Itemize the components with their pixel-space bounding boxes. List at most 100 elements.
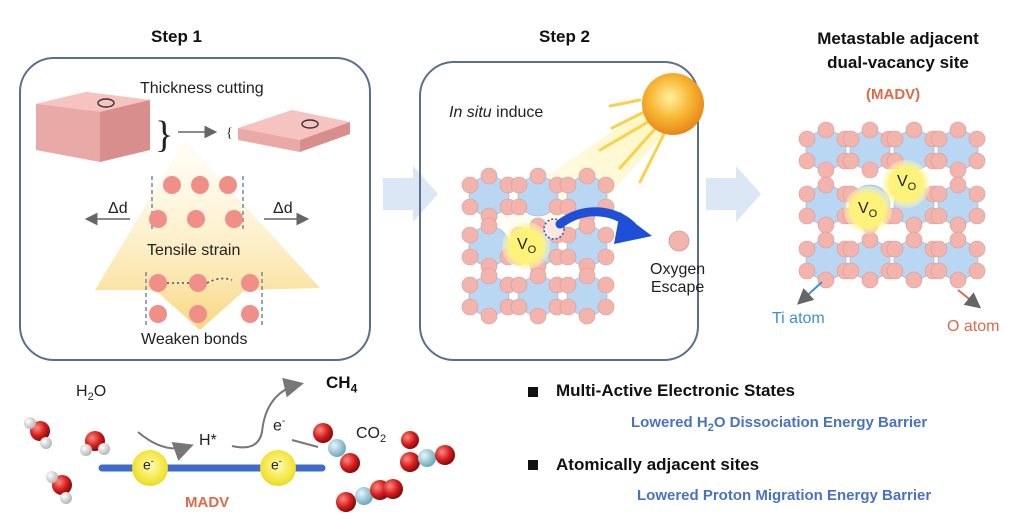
- step2-o-atom: [559, 298, 577, 316]
- result-o-atom: [861, 161, 879, 179]
- electron-bead-2: [260, 450, 296, 486]
- result-o-atom: [798, 130, 816, 148]
- water-molecule-2: [80, 431, 110, 456]
- lattice-result: [798, 121, 986, 289]
- h-to-ch4-arrow: [231, 377, 304, 449]
- result-o-atom: [817, 216, 835, 234]
- h2o-label: H2O: [76, 383, 107, 404]
- step2-o-atom: [510, 298, 528, 316]
- lattice-atoms-step1: [149, 176, 259, 323]
- result-o-atom: [842, 240, 860, 258]
- delta-d-left-label: Δd: [108, 200, 128, 217]
- step2-o-atom: [461, 226, 479, 244]
- result-o-atom: [905, 121, 923, 139]
- step2-panel: [419, 61, 699, 361]
- step2-o-atom: [578, 167, 596, 185]
- step2-o-atom: [578, 267, 596, 285]
- electron-label-1: e-: [143, 456, 154, 473]
- step2-o-atom: [529, 167, 547, 185]
- bullet-1-title: Multi-Active Electronic States: [556, 381, 796, 400]
- co2-molecule-3: [401, 431, 419, 449]
- result-o-atom: [949, 216, 967, 234]
- escaped-oxygen-atom: [668, 230, 690, 252]
- step2-o-atom: [461, 176, 479, 194]
- step2-o-atom: [480, 267, 498, 285]
- result-o-atom: [842, 262, 860, 280]
- result-o-atom: [861, 231, 879, 249]
- water-molecule-1: [24, 417, 52, 449]
- step2-o-atom: [597, 226, 615, 244]
- weaken-bonds-label: Weaken bonds: [141, 331, 248, 348]
- co2-molecule-1: [313, 423, 360, 473]
- result-o-atom: [861, 121, 879, 139]
- result-o-atom: [968, 207, 986, 225]
- step2-o-atom: [529, 267, 547, 285]
- step2-o-atom: [461, 198, 479, 216]
- result-o-atom: [817, 161, 835, 179]
- step2-o-atom: [510, 198, 528, 216]
- step2-o-atom: [597, 298, 615, 316]
- result-o-atom: [798, 262, 816, 280]
- thickness-cutting-label: Thickness cutting: [140, 80, 264, 97]
- madv-abbr: (MADV): [866, 86, 921, 103]
- step2-o-atom: [559, 248, 577, 266]
- o-pointer: [957, 289, 982, 309]
- result-o-atom: [842, 152, 860, 170]
- result-o-atom: [905, 231, 923, 249]
- madv-bottom-label: MADV: [185, 494, 230, 511]
- water-molecule-3: [46, 471, 72, 504]
- result-o-atom: [886, 262, 904, 280]
- vo-label-result-1: VO: [897, 173, 917, 194]
- result-o-atom: [930, 152, 948, 170]
- step2-o-atom: [480, 307, 498, 325]
- step1-panel: [19, 57, 371, 361]
- bullet-square-1: [528, 387, 538, 397]
- result-o-atom: [949, 231, 967, 249]
- result-o-atom: [949, 161, 967, 179]
- result-o-atom: [930, 207, 948, 225]
- result-o-atom: [817, 231, 835, 249]
- result-o-atom: [817, 176, 835, 194]
- ti-pointer: [797, 281, 823, 305]
- in-situ-induce-label: In situ induce: [449, 104, 544, 121]
- result-o-atom: [798, 152, 816, 170]
- result-o-atom: [798, 207, 816, 225]
- bullet-square-2: [528, 460, 538, 470]
- result-o-atom: [968, 130, 986, 148]
- step2-o-atom: [578, 217, 596, 235]
- result-o-atom: [798, 240, 816, 258]
- sun-icon: [642, 73, 704, 135]
- step2-o-atom: [597, 276, 615, 294]
- strain-funnel: [95, 140, 320, 330]
- vacancy-glow-step2: [502, 222, 550, 270]
- result-o-atom: [861, 271, 879, 289]
- result-o-atom: [968, 185, 986, 203]
- co2-molecule-4: [336, 480, 390, 512]
- weak-bonds: [167, 277, 233, 284]
- vacancy-glow-2: [844, 186, 892, 234]
- step2-o-atom: [510, 176, 528, 194]
- electron-label-2: e-: [271, 456, 282, 473]
- brace-small: {: [226, 126, 233, 141]
- result-o-atom: [886, 130, 904, 148]
- bullet-2-title: Atomically adjacent sites: [556, 455, 760, 474]
- thick-slab: [36, 92, 150, 162]
- vo-label-result-2: VO: [858, 200, 878, 221]
- result-o-atom: [817, 271, 835, 289]
- result-o-atom: [842, 130, 860, 148]
- result-o-atom: [905, 271, 923, 289]
- result-o-atom: [949, 121, 967, 139]
- vacancy-glow-1: [882, 160, 930, 208]
- result-o-atom: [930, 240, 948, 258]
- result-o-atom: [968, 262, 986, 280]
- vo-label-step2: VO: [517, 236, 537, 257]
- result-o-atom: [930, 262, 948, 280]
- electron-bead-1: [132, 450, 168, 486]
- step2-o-atom: [597, 248, 615, 266]
- e-minus-label: e-: [273, 416, 286, 435]
- ti-atom-label: Ti atom: [772, 310, 825, 327]
- result-o-atom: [968, 240, 986, 258]
- ch4-label: CH4: [326, 373, 358, 396]
- step2-o-atom: [559, 276, 577, 294]
